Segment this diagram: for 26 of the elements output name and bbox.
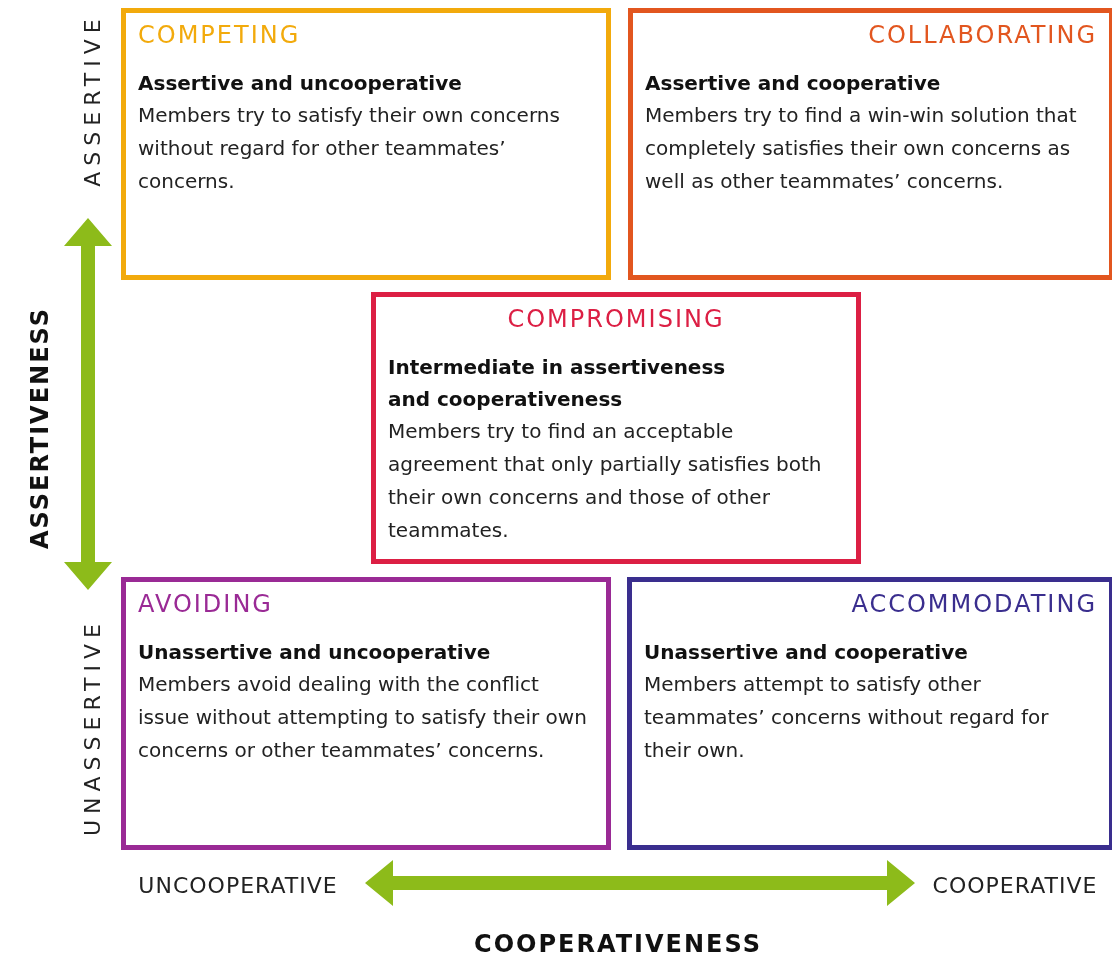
style-heading: Unassertive and uncooperative [138,639,492,666]
style-box [371,292,861,564]
style-description: Members avoid dealing with the conflict issue without attempting to satisfy their own concerns or other teammates’ concerns. [138,671,588,764]
style-title: COMPROMISING [507,305,725,333]
axis-end-label: ASSERTIVE [79,13,105,187]
style-description: Members attempt to satisfy other teammates’ concerns without regard for their own. [644,671,1050,764]
style-heading: Unassertive and cooperative [644,639,969,666]
style-box [628,8,1112,280]
style-description: Members try to find a win-win solution that completely satisfies their own concerns as well as other teammates’ concerns. [645,102,1078,195]
style-heading: Assertive and uncooperative [138,70,463,97]
style-box [121,8,611,280]
style-box [627,577,1112,850]
axis-title: COOPERATIVENESS [474,930,762,957]
style-description: Members try to satisfy their own concerns without regard for other teammates’ concerns. [138,102,561,195]
axis-title: ASSERTIVENESS [26,306,54,550]
style-title: AVOIDING [138,590,273,618]
style-title: COMPETING [138,21,301,49]
style-title: ACCOMMODATING [851,590,1097,618]
style-heading: Intermediate in assertiveness and cooperativeness [388,354,727,413]
style-title: COLLABORATING [868,21,1097,49]
style-description: Members try to find an acceptable agreement that only partially satisfies both their own concerns and those of other teammates. [388,418,823,544]
axis-end-label: UNCOOPERATIVE [138,872,338,898]
style-box [121,577,611,850]
axis-end-label: COOPERATIVE [932,872,1098,898]
style-heading: Assertive and cooperative [645,70,942,97]
axis-end-label: UNASSERTIVE [79,618,105,836]
